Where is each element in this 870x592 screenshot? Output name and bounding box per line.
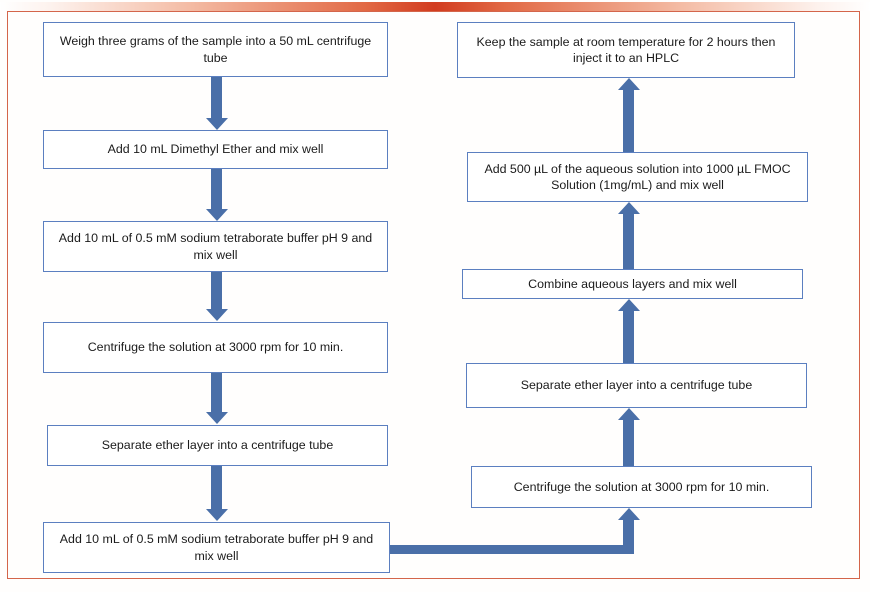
process-box-step-5-label: Separate ether layer into a centrifuge t… <box>101 438 334 453</box>
process-box-step-10-label: Add 500 µL of the aqueous solution into … <box>484 161 791 192</box>
process-box-step-1[interactable]: Weigh three grams of the sample into a 5… <box>43 22 388 77</box>
process-box-step-2[interactable]: Add 10 mL Dimethyl Ether and mix well <box>43 130 388 169</box>
process-box-step-7[interactable]: Centrifuge the solution at 3000 rpm for … <box>471 466 812 508</box>
process-box-step-8[interactable]: Separate ether layer into a centrifuge t… <box>466 363 807 408</box>
process-box-step-4[interactable]: Centrifuge the solution at 3000 rpm for … <box>43 322 388 373</box>
process-box-step-9[interactable]: Combine aqueous layers and mix well <box>462 269 803 299</box>
connector-vertical-segment <box>623 520 634 554</box>
connector-horizontal-segment <box>390 545 634 554</box>
process-box-step-10[interactable]: Add 500 µL of the aqueous solution into … <box>467 152 808 202</box>
process-box-step-8-label: Separate ether layer into a centrifuge t… <box>520 378 753 393</box>
process-box-step-6[interactable]: Add 10 mL of 0.5 mM sodium tetraborate b… <box>43 522 390 573</box>
page-frame-border <box>7 11 860 579</box>
process-box-step-2-label: Add 10 mL Dimethyl Ether and mix well <box>107 142 324 157</box>
process-box-step-3[interactable]: Add 10 mL of 0.5 mM sodium tetraborate b… <box>43 221 388 272</box>
process-box-step-9-label: Combine aqueous layers and mix well <box>528 276 737 291</box>
process-box-step-1-label: Weigh three grams of the sample into a 5… <box>59 34 372 65</box>
process-box-step-3-label: Add 10 mL of 0.5 mM sodium tetraborate b… <box>58 231 373 262</box>
top-accent-gradient-bar <box>0 2 870 11</box>
process-box-step-11[interactable]: Keep the sample at room temperature for … <box>457 22 795 78</box>
process-box-step-11-label: Keep the sample at room temperature for … <box>476 34 776 65</box>
process-box-step-7-label: Centrifuge the solution at 3000 rpm for … <box>513 479 770 494</box>
process-box-step-6-label: Add 10 mL of 0.5 mM sodium tetraborate b… <box>59 532 374 563</box>
process-box-step-4-label: Centrifuge the solution at 3000 rpm for … <box>87 340 344 355</box>
process-box-step-5[interactable]: Separate ether layer into a centrifuge t… <box>47 425 388 466</box>
